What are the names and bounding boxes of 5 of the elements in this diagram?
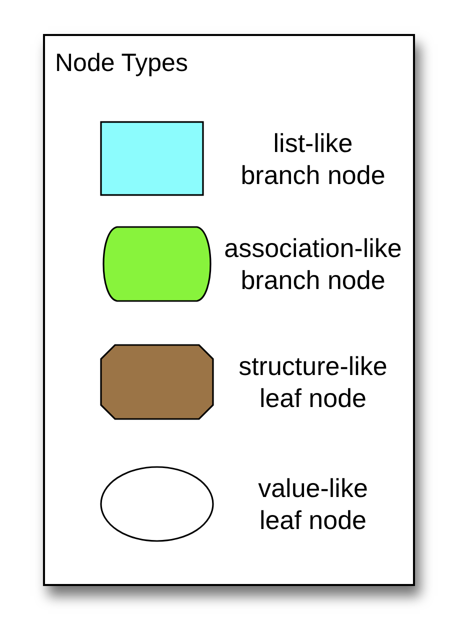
- legend-title: Node Types: [55, 48, 188, 78]
- legend-label: association-like branch node: [223, 232, 403, 296]
- legend-label: value-like leaf node: [257, 472, 369, 536]
- legend-label: list-like branch node: [240, 126, 386, 190]
- legend-label: structure-like leaf node: [238, 350, 388, 414]
